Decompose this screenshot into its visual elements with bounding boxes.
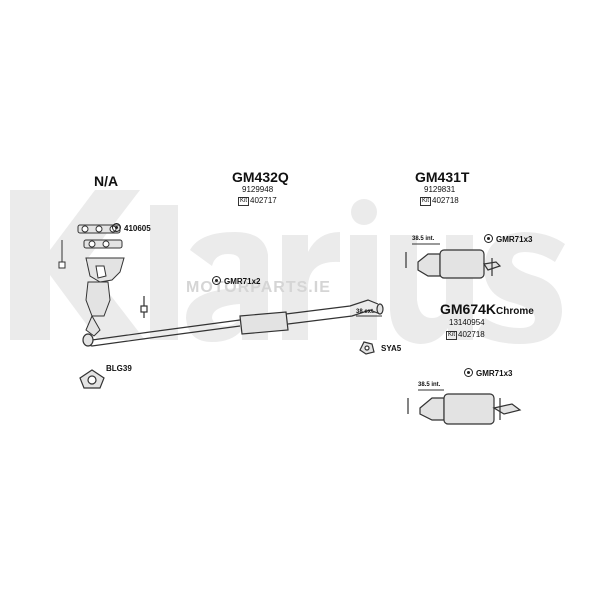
fitting-label: GMR71x3 [496, 235, 533, 244]
fitting-label: BLG39 [106, 364, 132, 373]
fitting-blg39: BLG39 [106, 365, 132, 373]
group-title-na: N/A [94, 173, 119, 189]
fitting-label: SYA5 [381, 344, 402, 353]
clamp-icon [484, 234, 493, 243]
group-code-gm674k: 13140954 [449, 318, 485, 327]
kit-number: 402718 [432, 196, 459, 205]
clamp-icon [112, 223, 121, 232]
fitting-gmr71x2: GMR71x2 [212, 276, 260, 286]
sya5-icon [359, 341, 375, 355]
fitting-label: GMR71x2 [224, 277, 261, 286]
blg39-icon [79, 369, 105, 389]
group-code-gm431t: 9129831 [424, 185, 456, 194]
fitting-label: GMR71x3 [476, 369, 513, 378]
group-title-gm674k: GM674KChrome [440, 302, 534, 318]
ext-note-upper: 38.5 int. [412, 236, 435, 242]
centre-silencer [239, 299, 384, 335]
ext-lines [356, 243, 444, 391]
kit-number: 402717 [250, 196, 277, 205]
front-pipe [82, 296, 241, 347]
group-title-gm432q: GM432Q [232, 169, 289, 185]
kit-tag: Kit [238, 197, 250, 206]
kit-tag: Kit [420, 197, 432, 206]
manifold-catalyst [58, 224, 125, 337]
fitting-410605: 410605 [112, 223, 151, 233]
fitting-sya5: SYA5 [381, 345, 401, 353]
fitting-gmr71x3-lower: GMR71x3 [464, 368, 512, 378]
kit-tag: Kit [446, 331, 458, 340]
kit-number: 402718 [458, 330, 485, 339]
site-watermark: MOTORPARTS.IE [186, 279, 331, 296]
group-code-gm432q: 9129948 [242, 185, 274, 194]
fitting-label: 410605 [124, 224, 151, 233]
clamp-icon [212, 276, 221, 285]
group-title-main: GM674K [440, 301, 497, 317]
ext-note-lower: 38.5 int. [418, 382, 441, 388]
group-title-suffix: Chrome [496, 306, 534, 317]
ext-note-middle: 38 ext. [356, 309, 375, 315]
fitting-gmr71x3-upper: GMR71x3 [484, 234, 532, 244]
rear-silencer-upper [405, 249, 502, 279]
clamp-icon [464, 368, 473, 377]
group-title-gm431t: GM431T [415, 169, 470, 185]
rear-silencer-lower [407, 393, 522, 425]
